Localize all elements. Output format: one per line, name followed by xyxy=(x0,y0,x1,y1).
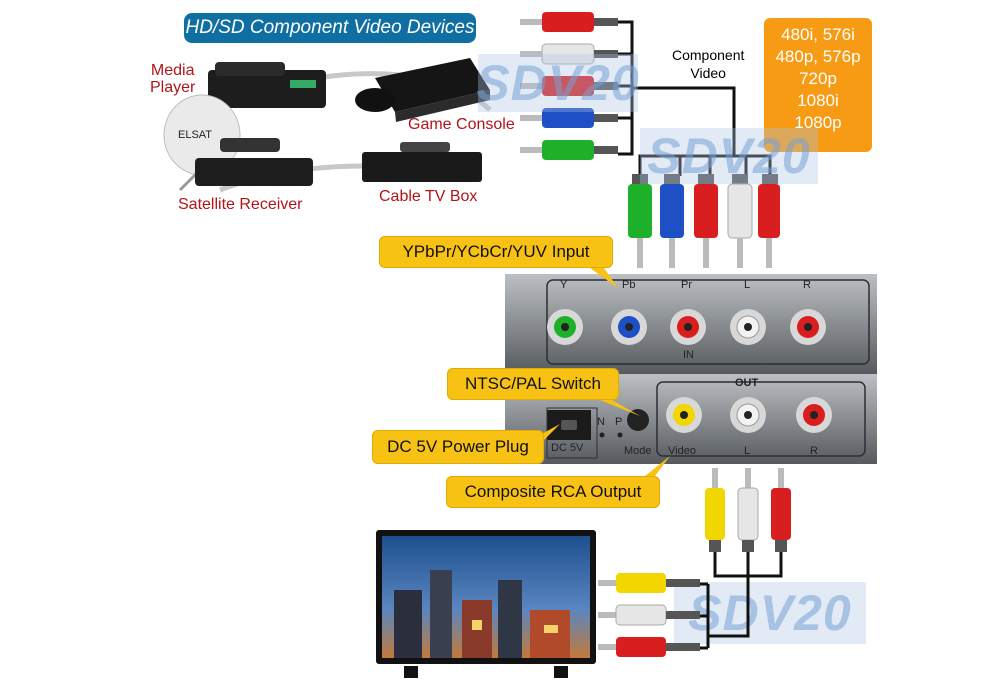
satellite-dish-image: ELSAT xyxy=(163,94,241,192)
watermark: SDV20 xyxy=(640,128,818,184)
input-jack-pb xyxy=(611,309,647,345)
resolution-item: 1080i xyxy=(797,91,839,110)
callout-power: DC 5V Power Plug xyxy=(372,430,544,464)
component-plug-blue xyxy=(520,108,618,128)
mode-label: Mode xyxy=(624,445,652,457)
dc-label: DC 5V xyxy=(551,442,584,454)
component-plug-red-2 xyxy=(520,76,618,96)
resolution-item: 480i, 576i xyxy=(781,25,855,44)
output-port-label: Video xyxy=(668,445,696,457)
diagram-title: HD/SD Component Video Devices xyxy=(184,13,476,43)
component-cables-illustration xyxy=(520,12,780,268)
svg-text:ELSAT: ELSAT xyxy=(178,129,212,141)
game-console-label: Game Console xyxy=(408,116,515,133)
cable-tv-box-image xyxy=(362,142,482,182)
output-jack-video xyxy=(666,397,702,433)
input-jack-y xyxy=(547,309,583,345)
resolution-item: 1080p xyxy=(794,113,842,132)
output-jack-r xyxy=(796,397,832,433)
pal-p-label: P xyxy=(615,416,623,428)
component-plug-red-1 xyxy=(520,12,618,32)
input-port-label: L xyxy=(744,279,751,291)
in-label: IN xyxy=(683,349,694,361)
watermark: SDV20 xyxy=(476,54,640,112)
composite-plug-yellow xyxy=(705,468,725,552)
tv-plug-red xyxy=(598,637,700,657)
vertical-plug-white xyxy=(727,174,753,268)
media-player-label: Media Player xyxy=(150,62,196,96)
callout-output: Composite RCA Output xyxy=(446,476,660,508)
game-console-image xyxy=(355,58,490,122)
input-jack-r xyxy=(790,309,826,345)
input-port-label: R xyxy=(803,279,811,291)
callout-input: YPbPr/YCbCr/YUV Input xyxy=(379,236,613,268)
component-video-label: Component Video xyxy=(672,47,745,81)
resolution-item: 480p, 576p xyxy=(775,47,861,66)
output-jack-l xyxy=(730,397,766,433)
input-jack-pr xyxy=(670,309,706,345)
satellite-receiver-label: Satellite Receiver xyxy=(178,196,303,213)
component-plug-white xyxy=(520,43,618,65)
media-player-image xyxy=(208,62,326,108)
composite-plug-white xyxy=(737,468,759,552)
composite-plug-red xyxy=(771,468,791,552)
out-label: OUT xyxy=(735,377,759,389)
tv-plug-yellow xyxy=(598,573,700,593)
input-jack-l xyxy=(730,309,766,345)
input-port-label: Y xyxy=(560,279,568,291)
source-devices-illustration: ELSAT xyxy=(163,58,492,193)
vertical-plug-red-1 xyxy=(694,174,718,268)
tv-illustration xyxy=(376,530,596,678)
input-port-label: Pr xyxy=(681,279,692,291)
ntsc-n-label: N xyxy=(597,416,605,428)
tv-plug-white xyxy=(598,604,700,626)
resolution-list-box: 480i, 576i 480p, 576p 720p 1080i 1080p xyxy=(764,18,872,152)
output-port-label: R xyxy=(810,445,818,457)
callout-switch: NTSC/PAL Switch xyxy=(447,368,619,400)
cable-tv-box-label: Cable TV Box xyxy=(379,188,478,205)
output-port-label: L xyxy=(744,445,751,457)
input-port-label: Pb xyxy=(622,279,636,291)
vertical-plug-green xyxy=(628,174,652,268)
satellite-receiver-image xyxy=(195,138,313,186)
vertical-plug-blue xyxy=(660,174,684,268)
resolution-item: 720p xyxy=(799,69,837,88)
composite-cables-illustration xyxy=(598,468,791,657)
vertical-plug-red-2 xyxy=(758,174,780,268)
component-plug-green xyxy=(520,140,618,160)
converter-input-panel xyxy=(505,274,877,374)
watermark: SDV20 xyxy=(674,582,866,644)
mode-button xyxy=(627,409,649,431)
